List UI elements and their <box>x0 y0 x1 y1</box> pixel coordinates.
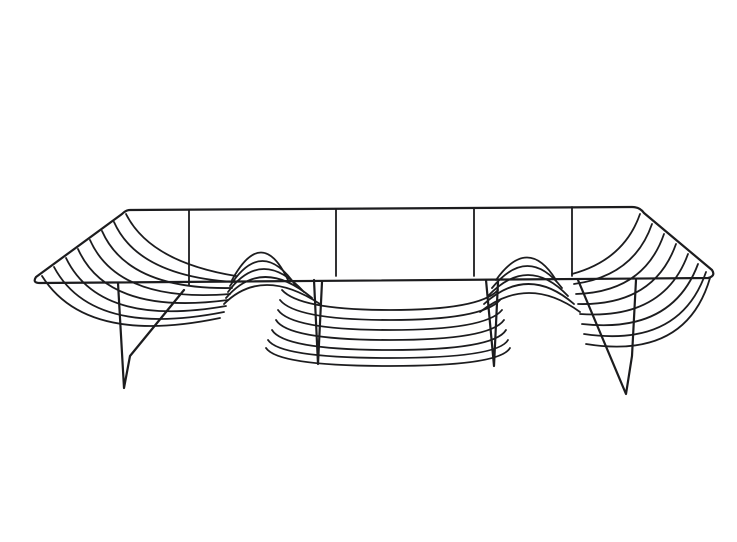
rack-center-runners <box>265 289 511 367</box>
rack-right-hump <box>479 256 581 313</box>
rack-top-rim <box>33 205 715 285</box>
rack-left-hump <box>223 251 321 305</box>
rack-legs <box>116 278 638 396</box>
rack-left-basket <box>41 213 237 327</box>
rack-back-posts <box>188 206 573 286</box>
rack-right-basket <box>571 213 711 348</box>
